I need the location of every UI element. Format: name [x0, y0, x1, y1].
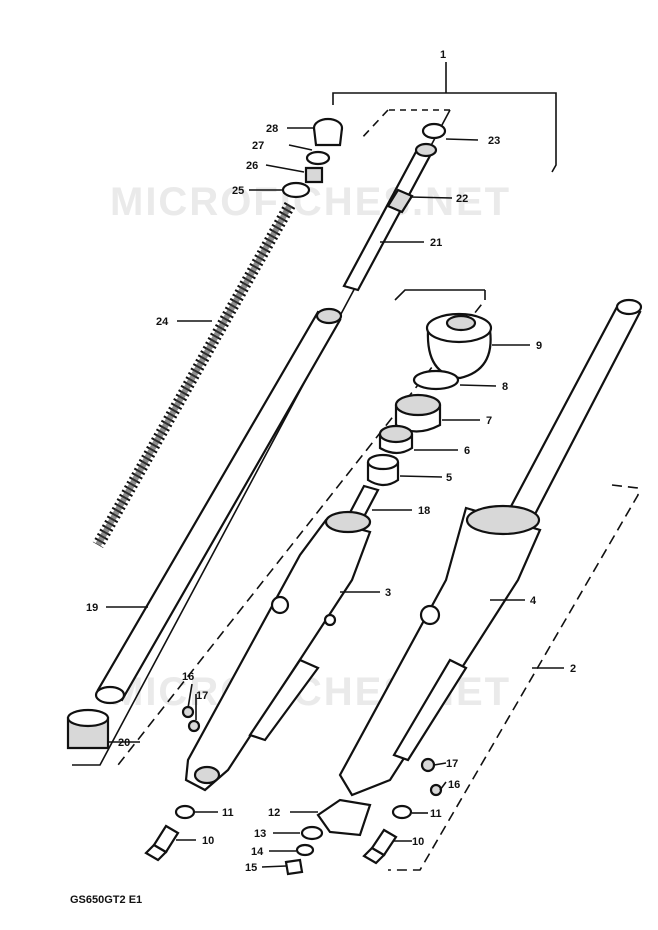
callout-26: 26 [246, 160, 258, 172]
callout-7: 7 [486, 415, 492, 427]
callout-labels: 1 2 3 4 5 6 7 8 9 10 10 11 11 12 13 14 1… [86, 49, 576, 874]
assembly-outline-right [388, 484, 639, 871]
callout-14: 14 [251, 846, 264, 858]
callout-8: 8 [502, 381, 508, 393]
inner-tube [94, 307, 343, 705]
fork-spring [92, 202, 296, 548]
callout-16-left: 16 [182, 671, 194, 683]
model-code: GS650GT2 E1 [70, 894, 142, 906]
callout-1: 1 [440, 49, 446, 61]
damper-rod [342, 122, 447, 292]
slide-bush [66, 708, 110, 750]
callout-23: 23 [488, 135, 500, 147]
callout-15: 15 [245, 862, 257, 874]
callout-4: 4 [530, 595, 537, 607]
callout-21: 21 [430, 237, 442, 249]
callout-5: 5 [446, 472, 452, 484]
callout-11-left: 11 [222, 807, 234, 819]
callout-22: 22 [456, 193, 468, 205]
fork-cap-parts [281, 117, 344, 199]
axle-holder [316, 798, 372, 837]
callout-10-right: 10 [412, 836, 424, 848]
callout-17-right: 17 [446, 758, 458, 770]
callout-16-right: 16 [448, 779, 460, 791]
outer-tube-right [338, 298, 643, 797]
callout-6: 6 [464, 445, 470, 457]
callout-19: 19 [86, 602, 98, 614]
callout-9: 9 [536, 340, 542, 352]
callout-20: 20 [118, 737, 130, 749]
callout-3: 3 [385, 587, 391, 599]
callout-27: 27 [252, 140, 264, 152]
seal-stack [366, 312, 493, 487]
outer-tube-left [184, 510, 372, 792]
callout-25: 25 [232, 185, 244, 197]
callout-18: 18 [418, 505, 430, 517]
watermark-top: MICROFICHES.NET [110, 180, 511, 224]
callout-12: 12 [268, 807, 280, 819]
leader-lines [106, 127, 564, 868]
callout-24: 24 [156, 316, 169, 328]
callout-11-right: 11 [430, 808, 442, 820]
callout-13: 13 [254, 828, 266, 840]
callout-28: 28 [266, 123, 278, 135]
callout-10-left: 10 [202, 835, 214, 847]
callout-17-left: 17 [196, 690, 208, 702]
assembly-bracket-1 [332, 62, 557, 173]
callout-2: 2 [570, 663, 576, 675]
